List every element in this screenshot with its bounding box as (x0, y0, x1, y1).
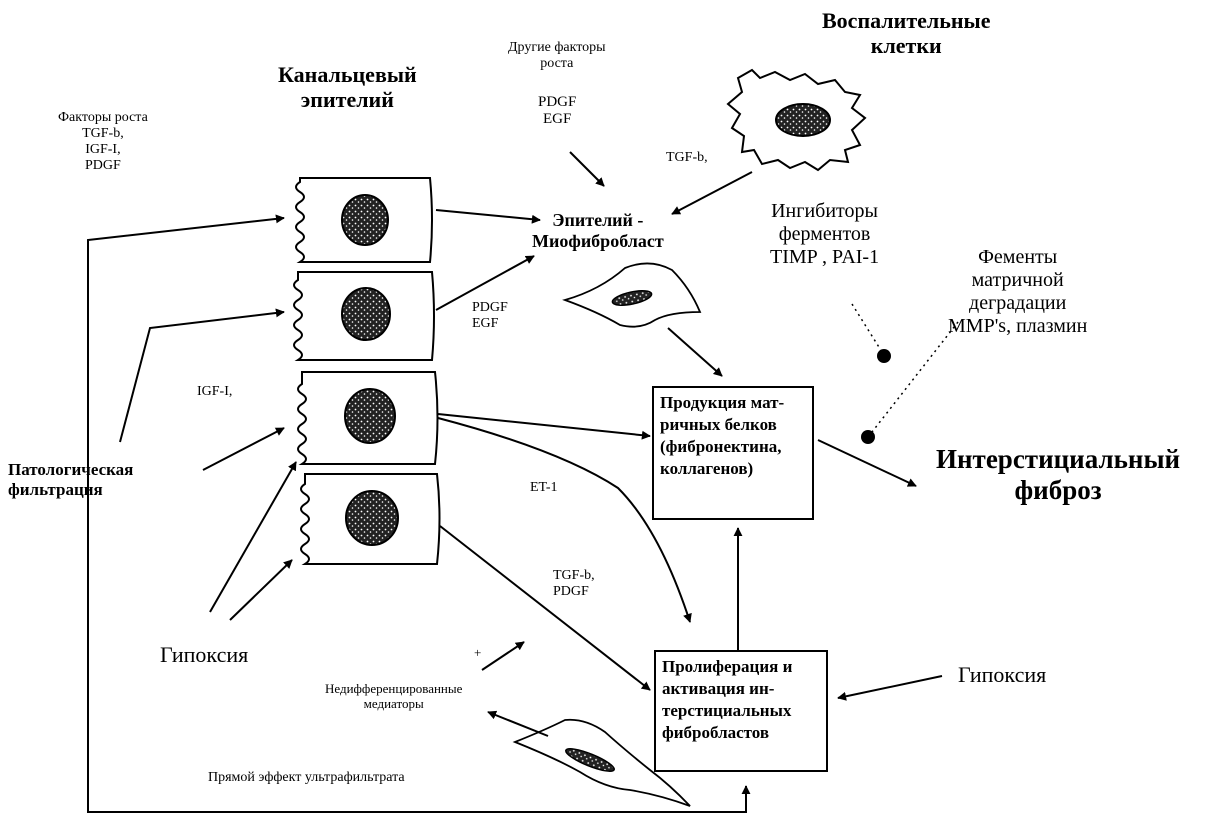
plus-sign-label: + (474, 645, 482, 660)
tubular-epithelial-cell-2 (293, 271, 435, 361)
fibroblast-proliferation-box: Пролиферация и активация ин- терстициаль… (654, 650, 828, 772)
arrow-filtration-to-cell2 (119, 308, 285, 443)
arrow-cell2-to-emt (435, 255, 535, 311)
arrow-cell1-to-emt (435, 209, 541, 224)
tgf-b-top-label: TGF-b, (666, 150, 708, 165)
arrow-cell4-to-proliferation (439, 525, 651, 691)
pdgf-egf-top-label: PDGF EGF (538, 94, 577, 128)
hypoxia-right-label: Гипоксия (958, 662, 1047, 687)
myofibroblast-cell (562, 262, 702, 328)
inhibition-links (851, 303, 959, 444)
emt-label: Эпителий - Миофибробласт (532, 210, 664, 251)
undifferentiated-mediators-label: Недифференцированные медиаторы (325, 681, 463, 711)
arrow-hypoxia-to-cell4 (229, 559, 293, 621)
arrow-hypoxia-to-cell3 (209, 461, 297, 613)
et1-label: ET-1 (530, 480, 558, 495)
arrow-filtration-to-cell1 (87, 214, 285, 462)
arrow-hypoxia-to-proliferation (837, 675, 943, 701)
cell-nucleus-3 (344, 388, 396, 444)
other-growth-factors-label: Другие факторы роста (508, 40, 606, 72)
hypoxia-left-label: Гипоксия (160, 642, 249, 667)
enzyme-inhibitors-label: Ингибиторы ферментов TIMP , PAI-1 (770, 200, 880, 268)
matrix-production-box: Продукция мат- ричных белков (фибронекти… (652, 386, 814, 520)
inflammatory-cell (726, 68, 867, 172)
matrix-degradation-label: Фементы матричной деградации MMP's, плаз… (948, 246, 1088, 337)
growth-factors-left-label: Факторы роста TGF-b, IGF-I, PDGF (58, 110, 148, 174)
igf-mid-label: IGF-I, (197, 384, 233, 399)
arrow-myofibroblast-to-matrix (667, 327, 723, 377)
arrow-mediators-up (481, 641, 525, 671)
arrow-inflammatory-to-emt (671, 171, 753, 215)
inflammatory-cells-label: Воспалительные клетки (822, 8, 991, 59)
tubular-epithelium-label: Канальцевый эпителий (278, 62, 417, 113)
ultrafiltrate-effect-label: Прямой эффект ультрафильтрата (208, 770, 405, 785)
pdgf-egf-mid-label: PDGF EGF (472, 300, 508, 332)
inflammatory-cell-nucleus (775, 103, 831, 137)
cell-nucleus-1 (341, 194, 389, 246)
tubular-epithelial-cell-3 (297, 371, 439, 465)
inhibition-dot-upper (877, 349, 891, 363)
arrow-growth-factors-to-emt (569, 151, 605, 187)
tgf-pdgf-low-label: TGF-b, PDGF (553, 568, 595, 600)
pathological-filtration-label: Патологическая фильтрация (8, 460, 134, 499)
arrow-matrix-to-fibrosis (817, 439, 917, 487)
arrow-cell3-to-proliferation (437, 417, 692, 623)
arrow-filtration-to-cell3 (202, 427, 285, 471)
fibroblast-cell (512, 718, 691, 807)
cell-nucleus-2 (341, 287, 391, 341)
arrow-fibroblast-to-mediators (487, 710, 549, 737)
interstitial-fibrosis-label: Интерстициальный фиброз (936, 444, 1181, 506)
arrow-cell3-to-matrix (437, 413, 651, 440)
tubular-epithelial-cell-4 (300, 473, 441, 565)
arrow-ultrafiltrate-to-proliferation (87, 462, 751, 813)
cell-nucleus-4 (345, 490, 399, 546)
inhibition-dot-lower (861, 430, 875, 444)
tubular-epithelial-cell-1 (295, 177, 433, 263)
